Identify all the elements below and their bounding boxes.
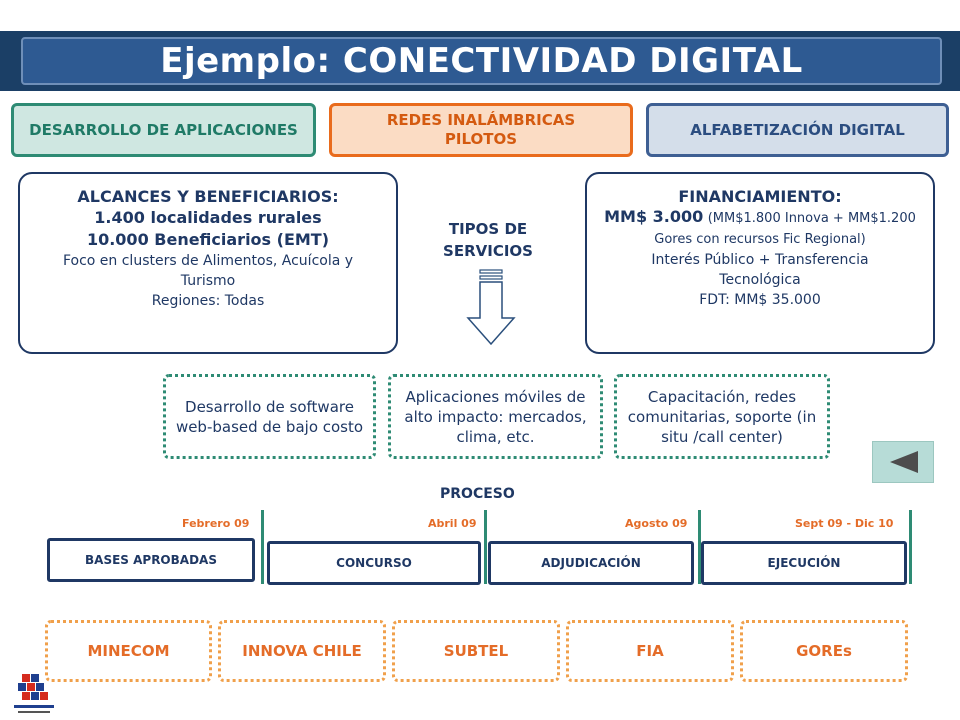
slide-title: Ejemplo: CONECTIVIDAD DIGITAL bbox=[21, 37, 942, 85]
category-desarrollo-aplicaciones: DESARROLLO DE APLICACIONES bbox=[11, 103, 316, 157]
category-alfabetizacion-digital: ALFABETIZACIÓN DIGITAL bbox=[646, 103, 949, 157]
proceso-label: PROCESO bbox=[440, 486, 515, 502]
category-redes-line1: REDES INALÁMBRICAS bbox=[386, 111, 576, 129]
financiamiento-fdt: FDT: MM$ 35.000 bbox=[699, 292, 821, 308]
tipos-line2: SERVICIOS bbox=[443, 242, 533, 260]
financiamiento-amount-line: MM$ 3.000 (MM$1.800 Innova + MM$1.200 Go… bbox=[587, 207, 933, 250]
financiamiento-heading: FINANCIAMIENTO: bbox=[678, 187, 842, 206]
timeline-marker bbox=[909, 510, 912, 584]
org-subtel: SUBTEL bbox=[392, 620, 560, 682]
phase-bases-aprobadas: BASES APROBADAS bbox=[47, 538, 255, 582]
financiamiento-panel: FINANCIAMIENTO: MM$ 3.000 (MM$1.800 Inno… bbox=[585, 172, 935, 354]
tipos-de-servicios: TIPOS DE SERVICIOS bbox=[418, 218, 558, 262]
date-abril: Abril 09 bbox=[428, 517, 477, 530]
date-sept-dic: Sept 09 - Dic 10 bbox=[795, 517, 894, 530]
tipos-line1: TIPOS DE bbox=[448, 220, 528, 238]
servicio-capacitacion: Capacitación, redes comunitarias, soport… bbox=[614, 374, 830, 459]
date-agosto: Agosto 09 bbox=[625, 517, 688, 530]
timeline-marker bbox=[261, 510, 264, 584]
category-redes-inalambricas: REDES INALÁMBRICAS PILOTOS bbox=[329, 103, 633, 157]
category-redes-line2: PILOTOS bbox=[444, 130, 518, 148]
alcances-heading: ALCANCES Y BENEFICIARIOS: bbox=[77, 187, 339, 206]
timeline-marker bbox=[484, 510, 487, 584]
financiamiento-amount: MM$ 3.000 bbox=[604, 207, 704, 226]
play-back-icon bbox=[890, 451, 918, 473]
org-fia: FIA bbox=[566, 620, 734, 682]
financiamiento-detail: (MM$1.800 Innova + MM$1.200 Gores con re… bbox=[654, 211, 916, 247]
alcances-foco: Foco en clusters de Alimentos, Acuícola … bbox=[62, 253, 354, 289]
phase-ejecucion: EJECUCIÓN bbox=[701, 541, 907, 585]
alcances-beneficiarios: 10.000 Beneficiarios (EMT) bbox=[86, 230, 330, 249]
down-arrow-icon bbox=[466, 269, 516, 346]
servicio-aplicaciones-moviles: Aplicaciones móviles de alto impacto: me… bbox=[388, 374, 603, 459]
phase-concurso: CONCURSO bbox=[267, 541, 481, 585]
timeline-marker bbox=[698, 510, 701, 584]
financiamiento-interes: Interés Público + Transferencia Tecnológ… bbox=[651, 252, 869, 288]
phase-adjudicacion: ADJUDICACIÓN bbox=[488, 541, 694, 585]
org-minecom: MINECOM bbox=[45, 620, 212, 682]
alcances-panel: ALCANCES Y BENEFICIARIOS: 1.400 localida… bbox=[18, 172, 398, 354]
gobierno-de-chile-logo bbox=[14, 674, 54, 713]
alcances-regiones: Regiones: Todas bbox=[151, 293, 265, 309]
alcances-localidades: 1.400 localidades rurales bbox=[94, 208, 322, 227]
date-febrero: Febrero 09 bbox=[182, 517, 250, 530]
servicio-software: Desarrollo de software web-based de bajo… bbox=[163, 374, 376, 459]
org-gores: GOREs bbox=[740, 620, 908, 682]
org-innova-chile: INNOVA CHILE bbox=[218, 620, 386, 682]
back-button[interactable] bbox=[872, 441, 934, 483]
